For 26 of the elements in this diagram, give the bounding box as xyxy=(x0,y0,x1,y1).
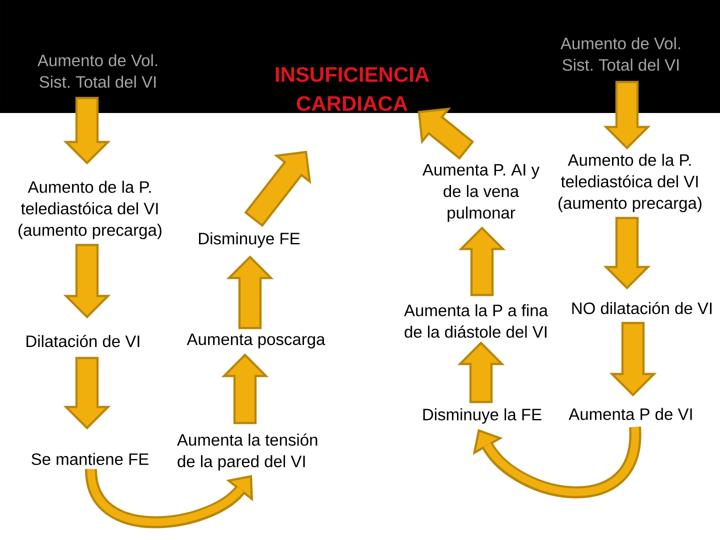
block-arrow xyxy=(221,353,269,424)
step-text: Aumento de la P. telediastóica del VI (aumento precarga) xyxy=(18,180,162,240)
step-text: Aumento de la P. telediastóica del VI (aumento precarga) xyxy=(558,154,702,212)
block-arrow xyxy=(226,255,274,330)
step-text: Dilatación de VI xyxy=(26,334,140,348)
step-text: Aumento de Vol. Sist. Total del VI xyxy=(38,54,158,88)
block-arrow xyxy=(609,322,657,397)
block-arrow xyxy=(63,356,111,430)
block-arrow xyxy=(603,216,651,290)
step-text: Se mantiene FE xyxy=(32,452,148,466)
block-arrow xyxy=(63,244,111,319)
curved-arrow xyxy=(472,426,641,498)
block-arrow xyxy=(603,80,651,150)
heading-text: INSUFICIENCIA CARDIACA xyxy=(276,67,430,111)
step-text: Aumenta poscarga xyxy=(186,334,326,348)
step-text: Disminuye FE xyxy=(199,232,300,248)
block-arrow xyxy=(63,96,111,165)
block-arrow xyxy=(457,341,505,404)
block-arrow xyxy=(458,226,506,296)
step-text: Disminuye la FE xyxy=(423,408,542,424)
step-text: NO dilatación de VI xyxy=(572,302,712,314)
step-text: Aumento de Vol. Sist. Total del VI xyxy=(560,37,680,71)
step-text: Aumenta P. AI y de la vena pulmonar xyxy=(422,164,540,222)
step-text: Aumenta la P a fina de la diástole del VI xyxy=(404,304,548,338)
step-text: Aumenta la tensión de la pared del VI xyxy=(177,433,318,471)
step-text: Aumenta P de VI xyxy=(568,408,692,420)
